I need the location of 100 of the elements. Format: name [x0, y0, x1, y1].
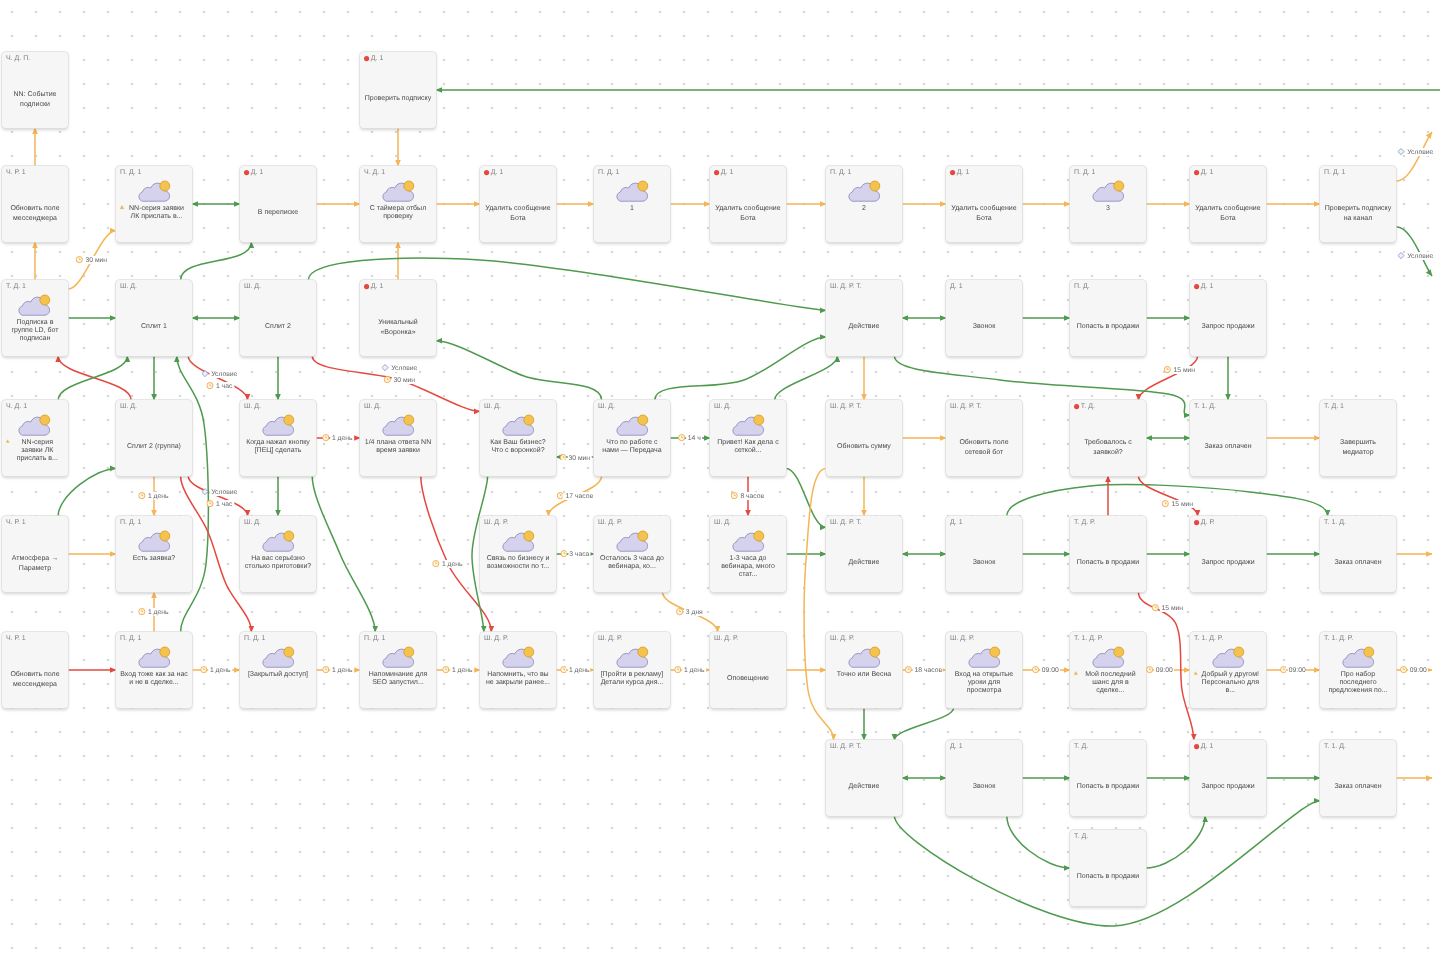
connector-arrow — [803, 467, 836, 741]
connector-arrow — [32, 241, 38, 281]
connector-arrow — [315, 201, 361, 207]
action-block — [2, 52, 68, 128]
connector-arrow — [901, 435, 947, 441]
connector-arrow — [1395, 226, 1433, 277]
action-block — [360, 52, 436, 128]
connector-arrow — [555, 201, 595, 207]
connector-arrow — [1021, 201, 1071, 207]
connector-arrow — [1145, 815, 1208, 869]
connector-arrow — [861, 355, 867, 401]
action-block — [240, 166, 316, 242]
connector-arrow — [893, 355, 1191, 418]
connector-arrow — [435, 87, 1440, 93]
connector-arrow — [1395, 551, 1433, 557]
message-block — [826, 166, 902, 242]
connector-arrow — [861, 707, 867, 741]
connector-arrow — [901, 551, 947, 557]
action-block — [2, 632, 68, 708]
connector-arrow — [861, 475, 867, 517]
message-block — [594, 632, 670, 708]
connector-arrow — [1265, 775, 1321, 781]
action-block — [946, 740, 1022, 816]
action-block — [1070, 280, 1146, 356]
connector-arrow — [1137, 355, 1199, 401]
message-block — [240, 516, 316, 592]
action-block — [1190, 400, 1266, 476]
connector-arrow — [785, 201, 827, 207]
connector-arrow — [435, 201, 481, 207]
connector-arrow — [893, 799, 1321, 927]
connector-arrow — [57, 466, 117, 517]
connector-arrow — [471, 475, 489, 633]
connector-arrow — [1265, 201, 1321, 207]
message-block — [240, 632, 316, 708]
connector-arrow — [901, 315, 947, 321]
message-block — [116, 166, 192, 242]
connector-arrow — [67, 551, 117, 557]
connector-arrow — [67, 315, 117, 321]
connector-arrow — [745, 475, 751, 517]
message-block — [480, 400, 556, 476]
message-block — [594, 166, 670, 242]
connector-arrow — [773, 355, 839, 401]
connector-arrow — [547, 475, 603, 517]
connector-arrow — [1021, 775, 1071, 781]
message-block — [594, 516, 670, 592]
connector-arrow — [1006, 815, 1071, 871]
connector-arrow — [669, 201, 711, 207]
connector-arrow — [395, 127, 401, 167]
connector-arrow — [1145, 315, 1191, 321]
message-block — [116, 516, 192, 592]
connector-arrow — [1145, 775, 1191, 781]
connector-arrow — [435, 338, 603, 401]
action-block — [1190, 166, 1266, 242]
action-block — [946, 400, 1022, 476]
connector-arrow — [275, 475, 281, 517]
connector-arrow — [661, 591, 719, 633]
connector-arrow — [191, 201, 241, 207]
connector-arrow — [187, 475, 249, 517]
connector-arrow — [1225, 355, 1231, 401]
action-block — [1320, 740, 1396, 816]
message-block — [360, 166, 436, 242]
connector-arrow — [901, 775, 947, 781]
message-block — [1070, 166, 1146, 242]
connector-arrow — [191, 315, 241, 321]
action-block — [360, 280, 436, 356]
action-block — [240, 280, 316, 356]
action-block — [826, 280, 902, 356]
message-block — [116, 632, 192, 708]
connector-arrow — [179, 241, 253, 281]
message-block — [360, 400, 436, 476]
action-block — [1070, 516, 1146, 592]
action-block — [1320, 166, 1396, 242]
message-block — [360, 632, 436, 708]
connector-arrow — [32, 127, 38, 167]
message-block — [594, 400, 670, 476]
connector-arrow — [785, 551, 827, 557]
connector-arrow — [1265, 551, 1321, 557]
connector-arrow — [1395, 131, 1433, 182]
connector-arrow — [67, 667, 117, 673]
connector-arrow — [67, 229, 117, 290]
connector-arrow — [174, 355, 210, 633]
message-block — [2, 280, 68, 356]
connector-arrow — [179, 475, 254, 633]
connector-arrow — [395, 241, 401, 281]
connector-arrow — [151, 475, 157, 517]
action-block — [946, 516, 1022, 592]
connector-arrow — [307, 257, 827, 313]
connector-arrow — [785, 467, 827, 529]
action-block — [116, 400, 192, 476]
action-block — [946, 166, 1022, 242]
action-block — [826, 400, 902, 476]
connector-arrow — [1145, 201, 1191, 207]
connector-arrow — [1105, 475, 1111, 517]
connector-arrow — [901, 201, 947, 207]
connector-arrow — [785, 667, 827, 673]
connector-arrow — [1145, 435, 1191, 441]
action-block — [1190, 280, 1266, 356]
connector-arrow — [654, 334, 827, 401]
message-block — [1190, 632, 1266, 708]
action-block — [1190, 516, 1266, 592]
